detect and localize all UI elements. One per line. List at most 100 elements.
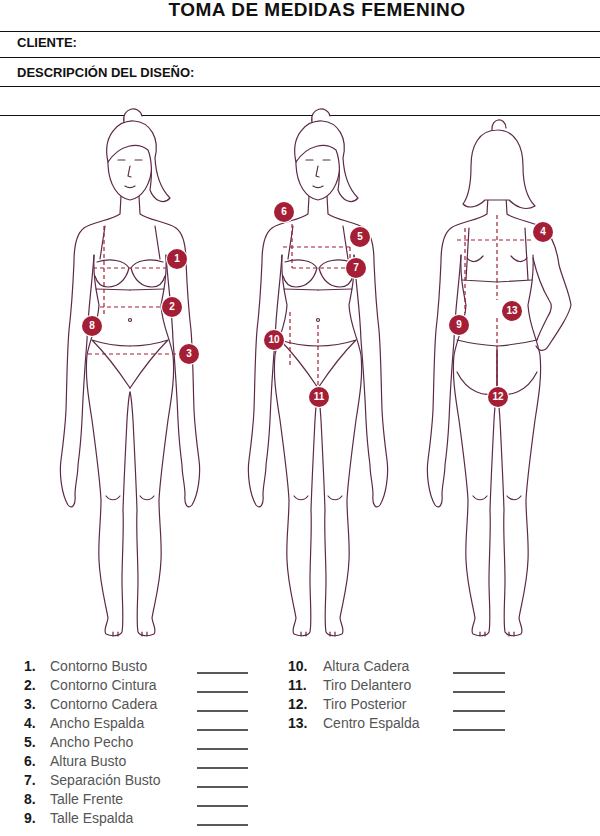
blank-line xyxy=(197,710,248,711)
measure-line xyxy=(283,246,350,247)
measure-line xyxy=(103,226,104,314)
item-number: 6. xyxy=(24,752,36,770)
swimsuit xyxy=(318,226,356,388)
measure-line xyxy=(88,353,178,354)
measurement-name: Talle Espalda xyxy=(50,809,133,827)
callout-number: 2 xyxy=(169,302,175,312)
arm xyxy=(327,196,388,507)
swimsuit xyxy=(457,228,497,394)
figure-front-2 xyxy=(248,109,387,636)
form-field-label: DESCRIPCIÓN DEL DISEÑO: xyxy=(17,64,194,82)
blank-line xyxy=(453,672,505,673)
rule xyxy=(0,31,600,32)
callout-circle: 6 xyxy=(274,202,294,222)
measurement-name: Contorno Busto xyxy=(50,657,147,675)
torso-leg xyxy=(274,255,318,636)
blank-line xyxy=(453,729,505,730)
blank-line xyxy=(197,824,248,825)
callout-number: 8 xyxy=(89,321,95,331)
callout-circle: 2 xyxy=(162,297,182,317)
item-number: 13. xyxy=(288,714,307,732)
rule xyxy=(0,115,600,116)
blank-line xyxy=(197,786,248,787)
callout-circle: 7 xyxy=(346,258,366,278)
blank-line xyxy=(197,672,248,673)
measurement-name: Ancho Espalda xyxy=(50,714,144,732)
form-rules xyxy=(0,32,600,116)
measure-line xyxy=(291,224,292,268)
measure-lines xyxy=(88,215,532,385)
callout-number: 3 xyxy=(186,349,192,359)
form-field-label: CLIENTE: xyxy=(17,34,77,52)
rule xyxy=(0,57,600,58)
navel xyxy=(129,319,132,322)
measure-line xyxy=(292,267,345,268)
item-number: 12. xyxy=(288,695,307,713)
measurement-name: Ancho Pecho xyxy=(50,733,133,751)
blank-line xyxy=(453,710,505,711)
item-number: 4. xyxy=(24,714,36,732)
figure-back xyxy=(427,120,571,636)
form-title: TOMA DE MEDIDAS FEMENINO xyxy=(168,0,465,20)
item-number: 2. xyxy=(24,676,36,694)
item-number: 7. xyxy=(24,771,36,789)
head xyxy=(463,120,535,209)
blank-line xyxy=(197,691,248,692)
callout-number: 6 xyxy=(281,207,287,217)
measurement-name: Altura Cadera xyxy=(323,657,409,675)
measure-line xyxy=(317,325,318,385)
callout-circle: 5 xyxy=(350,227,370,247)
callout-circle: 4 xyxy=(533,222,553,242)
measure-line xyxy=(289,312,290,365)
measurement-name: Tiro Posterior xyxy=(323,695,407,713)
callout-number: 1 xyxy=(174,254,180,264)
measurement-name: Centro Espalda xyxy=(323,714,420,732)
item-number: 3. xyxy=(24,695,36,713)
head xyxy=(107,109,170,202)
swimsuit xyxy=(497,228,537,394)
callout-number: 5 xyxy=(357,232,363,242)
callout-number: 13 xyxy=(506,306,517,316)
callout-number: 11 xyxy=(314,392,325,402)
arm-on-hip xyxy=(506,196,571,350)
item-number: 5. xyxy=(24,733,36,751)
rule xyxy=(0,86,600,87)
blank-line xyxy=(453,691,505,692)
arm xyxy=(139,196,200,507)
callout-circle: 3 xyxy=(179,344,199,364)
item-number: 10. xyxy=(288,657,307,675)
measure-line xyxy=(100,306,161,307)
blank-line xyxy=(197,729,248,730)
torso-leg xyxy=(86,255,130,636)
blank-line xyxy=(197,748,248,749)
callout-number: 12 xyxy=(492,392,503,402)
item-number: 9. xyxy=(24,809,36,827)
callout-circle: 13 xyxy=(502,301,522,321)
arm xyxy=(248,196,309,507)
item-number: 11. xyxy=(288,676,307,694)
arm xyxy=(427,196,488,507)
callout-number: 4 xyxy=(540,227,546,237)
callout-number: 9 xyxy=(456,320,462,330)
measurement-name: Contorno Cintura xyxy=(50,676,157,694)
figure-front-1 xyxy=(60,109,199,636)
torso-leg xyxy=(453,255,497,636)
measurement-name: Talle Frente xyxy=(50,790,123,808)
measurement-name: Separación Busto xyxy=(50,771,161,789)
measure-line xyxy=(496,215,497,300)
callout-number: 10 xyxy=(268,335,279,345)
torso-leg xyxy=(318,255,362,636)
callout-circle: 12 xyxy=(488,387,508,407)
callout-circle: 1 xyxy=(167,249,187,269)
swimsuit xyxy=(280,226,318,388)
item-number: 1. xyxy=(24,657,36,675)
measurement-name: Tiro Delantero xyxy=(323,676,411,694)
callout-circle: 9 xyxy=(449,315,469,335)
callout-circle: 8 xyxy=(82,316,102,336)
blank-line xyxy=(197,805,248,806)
head xyxy=(295,109,358,202)
navel xyxy=(317,319,320,322)
measure-line xyxy=(496,318,497,385)
callout-circle: 11 xyxy=(309,387,329,407)
